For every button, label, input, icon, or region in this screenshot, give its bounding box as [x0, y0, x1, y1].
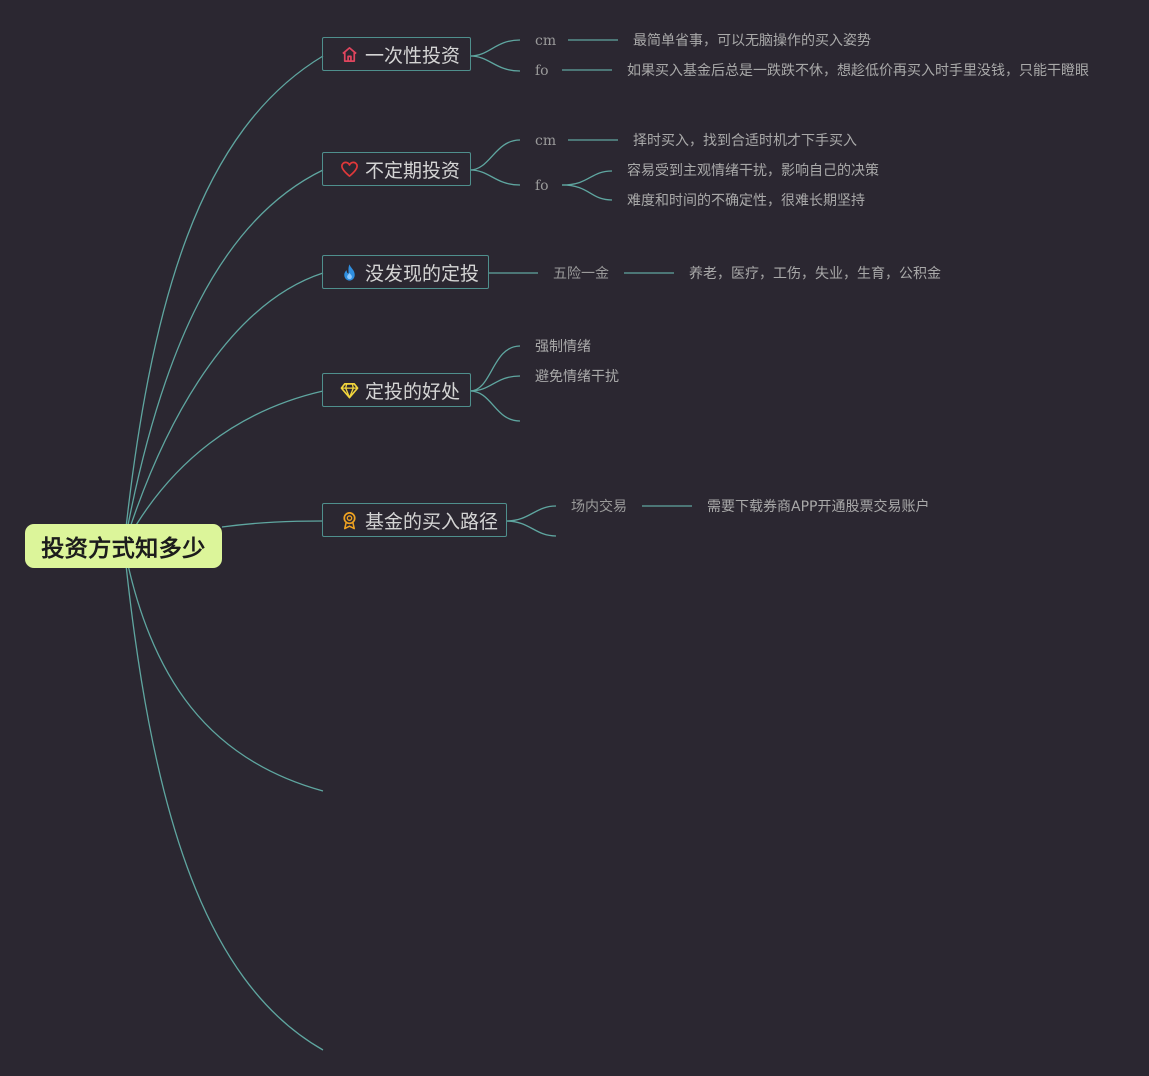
t2-cm-detail[interactable]: 择时买入，找到合适时机才下手买入	[633, 133, 857, 149]
t1-child-fo[interactable]: fo	[535, 63, 549, 79]
root-node[interactable]: 投资方式知多少	[25, 524, 222, 568]
link-t5-child-2	[505, 520, 557, 537]
t4-child-avoid-emotion[interactable]: 避免情绪干扰	[535, 369, 619, 385]
link-t2-cm	[469, 139, 521, 171]
link-root-topic-3	[123, 272, 324, 547]
link-root-empty-2	[123, 545, 324, 1051]
t4-child-forced-emotion[interactable]: 强制情绪	[535, 339, 591, 355]
topic-label: 定投的好处	[365, 380, 461, 403]
t1-cm-detail[interactable]: 最简单省事，可以无脑操作的买入姿势	[633, 33, 871, 49]
link-t4-child-3	[469, 390, 521, 422]
topic-label: 没发现的定投	[365, 262, 480, 285]
link-t1-cm	[469, 39, 521, 57]
link-t2-fo	[469, 169, 521, 186]
topic-benefits-of-fixed-investment[interactable]: 定投的好处	[322, 373, 471, 407]
house-icon	[340, 45, 359, 64]
topic-hidden-fixed-investment[interactable]: 没发现的定投	[322, 255, 489, 289]
t3-child-insurance[interactable]: 五险一金	[553, 266, 609, 282]
topic-label: 一次性投资	[365, 44, 461, 67]
heart-icon	[340, 160, 359, 179]
link-root-topic-4	[123, 390, 324, 547]
link-t4-child-1	[469, 345, 521, 392]
link-root-topic-2	[123, 169, 324, 547]
diamond-icon	[340, 381, 359, 400]
link-root-topic-1	[123, 55, 324, 547]
t1-fo-detail[interactable]: 如果买入基金后总是一跌跌不休，想趁低价再买入时手里没钱，只能干瞪眼	[627, 63, 1089, 79]
t5-exchange-detail[interactable]: 需要下载券商APP开通股票交易账户	[707, 499, 930, 515]
topic-irregular-investment[interactable]: 不定期投资	[322, 152, 471, 186]
flame-icon	[340, 263, 359, 282]
link-t2-fo-detail-2	[561, 184, 613, 201]
link-t4-child-2	[469, 375, 521, 392]
link-t2-fo-detail-1	[561, 170, 613, 186]
link-root-topic-5	[221, 520, 324, 528]
award-icon	[340, 511, 359, 530]
t1-child-cm[interactable]: cm	[535, 33, 557, 49]
topic-one-time-investment[interactable]: 一次性投资	[322, 37, 471, 71]
t2-child-cm[interactable]: cm	[535, 133, 557, 149]
root-label: 投资方式知多少	[41, 536, 206, 562]
link-t5-child-1	[505, 505, 557, 522]
topic-label: 基金的买入路径	[365, 510, 499, 533]
t3-insurance-detail[interactable]: 养老，医疗，工伤，失业，生育，公积金	[689, 266, 941, 282]
link-t1-fo	[469, 55, 521, 72]
topic-fund-purchase-path[interactable]: 基金的买入路径	[322, 503, 507, 537]
t2-fo-detail-1[interactable]: 容易受到主观情绪干扰，影响自己的决策	[627, 163, 879, 179]
t2-fo-detail-2[interactable]: 难度和时间的不确定性，很难长期坚持	[627, 193, 865, 209]
link-root-empty-1	[123, 545, 324, 792]
topic-label: 不定期投资	[365, 159, 461, 182]
t2-child-fo[interactable]: fo	[535, 178, 549, 194]
t5-child-exchange-trading[interactable]: 场内交易	[571, 499, 627, 515]
